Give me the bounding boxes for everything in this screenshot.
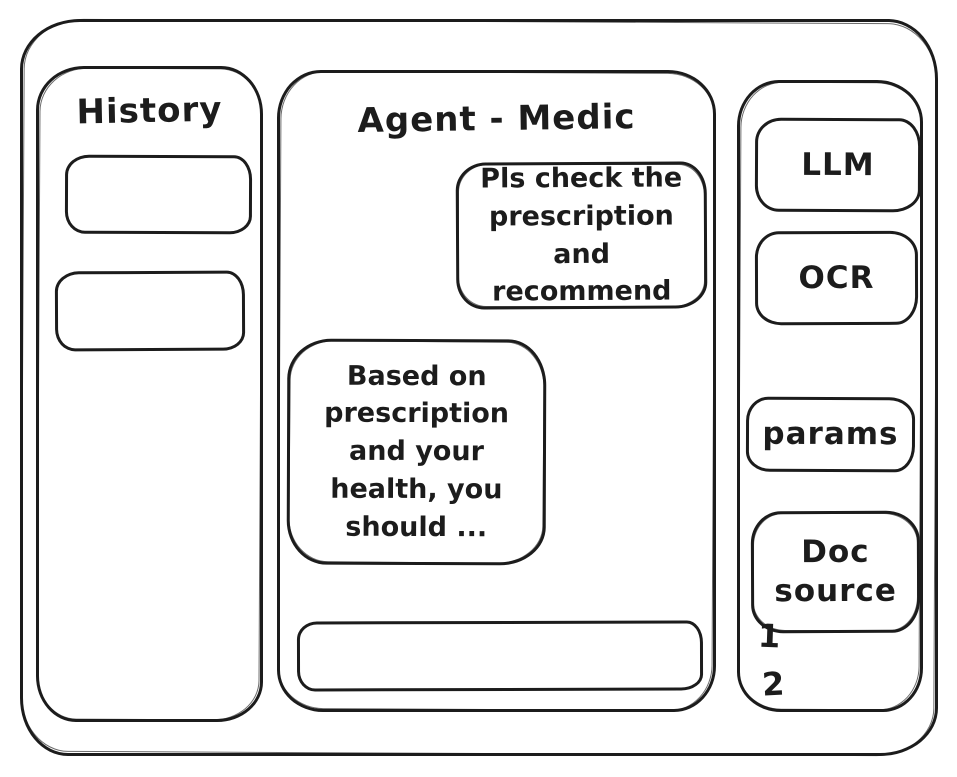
tool-button-ocr[interactable]: OCR [754,230,919,326]
history-item[interactable] [54,270,246,352]
tools-sidebar: LLM OCR params Doc source 1 2 [737,80,923,712]
user-message-bubble: Pls check the prescription and recommend [455,161,708,310]
chat-title: Agent - Medic [357,97,636,141]
history-title: History [76,89,223,133]
history-item[interactable] [64,154,253,235]
message-input[interactable] [296,620,704,692]
tool-button-doc-source[interactable]: Doc source [750,510,921,634]
agent-message-bubble: Based on prescription and your health, y… [286,338,547,566]
history-sidebar: History [36,66,263,722]
doc-source-list-item[interactable]: 2 [761,664,786,704]
tool-button-params[interactable]: params [745,396,916,473]
doc-source-list-item[interactable]: 1 [757,616,781,656]
chat-panel: Agent - Medic Pls check the prescription… [277,70,716,712]
tool-button-llm[interactable]: LLM [754,117,922,213]
